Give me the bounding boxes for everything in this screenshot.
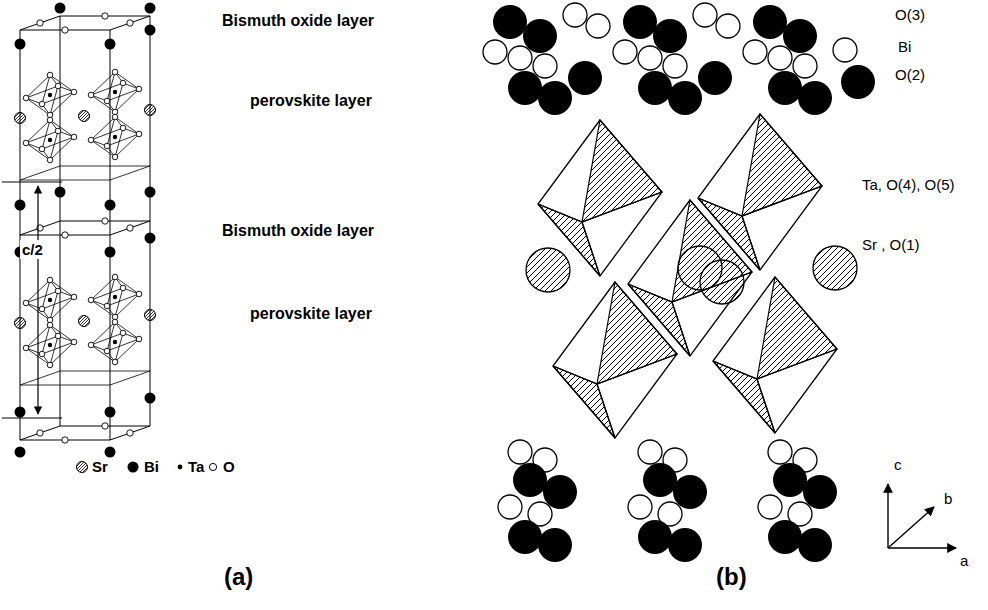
dimension-label: c/2 [20, 240, 45, 259]
layer-label: Bismuth oxide layer [222, 12, 374, 30]
panel-label: (b) [716, 563, 747, 591]
panel-label: (a) [224, 563, 253, 591]
legend-text: Sr [92, 458, 108, 475]
legend-text: Bi [144, 458, 159, 475]
tao6-octahedra [526, 114, 857, 438]
legend-text: Ta [188, 458, 204, 475]
atom-label: Ta, O(4), O(5) [862, 176, 955, 193]
atom-label: O(3) [895, 6, 925, 23]
axis-label: c [894, 456, 902, 473]
axis-label: b [944, 490, 952, 507]
layer-label: perovskite layer [250, 92, 372, 110]
atom-label: Sr , O(1) [862, 236, 920, 253]
axis-label: a [960, 552, 968, 569]
unit-cell-a [15, 3, 156, 458]
c-half-dimension [2, 182, 62, 418]
layer-label: Bismuth oxide layer [222, 222, 374, 240]
bismuth-oxide-spheres-bottom [498, 440, 837, 562]
axis-arrows [888, 484, 956, 548]
atom-label: O(2) [895, 66, 925, 83]
layer-label: perovskite layer [250, 305, 372, 323]
atom-label: Bi [898, 38, 911, 55]
legend-text: O [223, 458, 235, 475]
bismuth-oxide-spheres-top [483, 3, 875, 115]
